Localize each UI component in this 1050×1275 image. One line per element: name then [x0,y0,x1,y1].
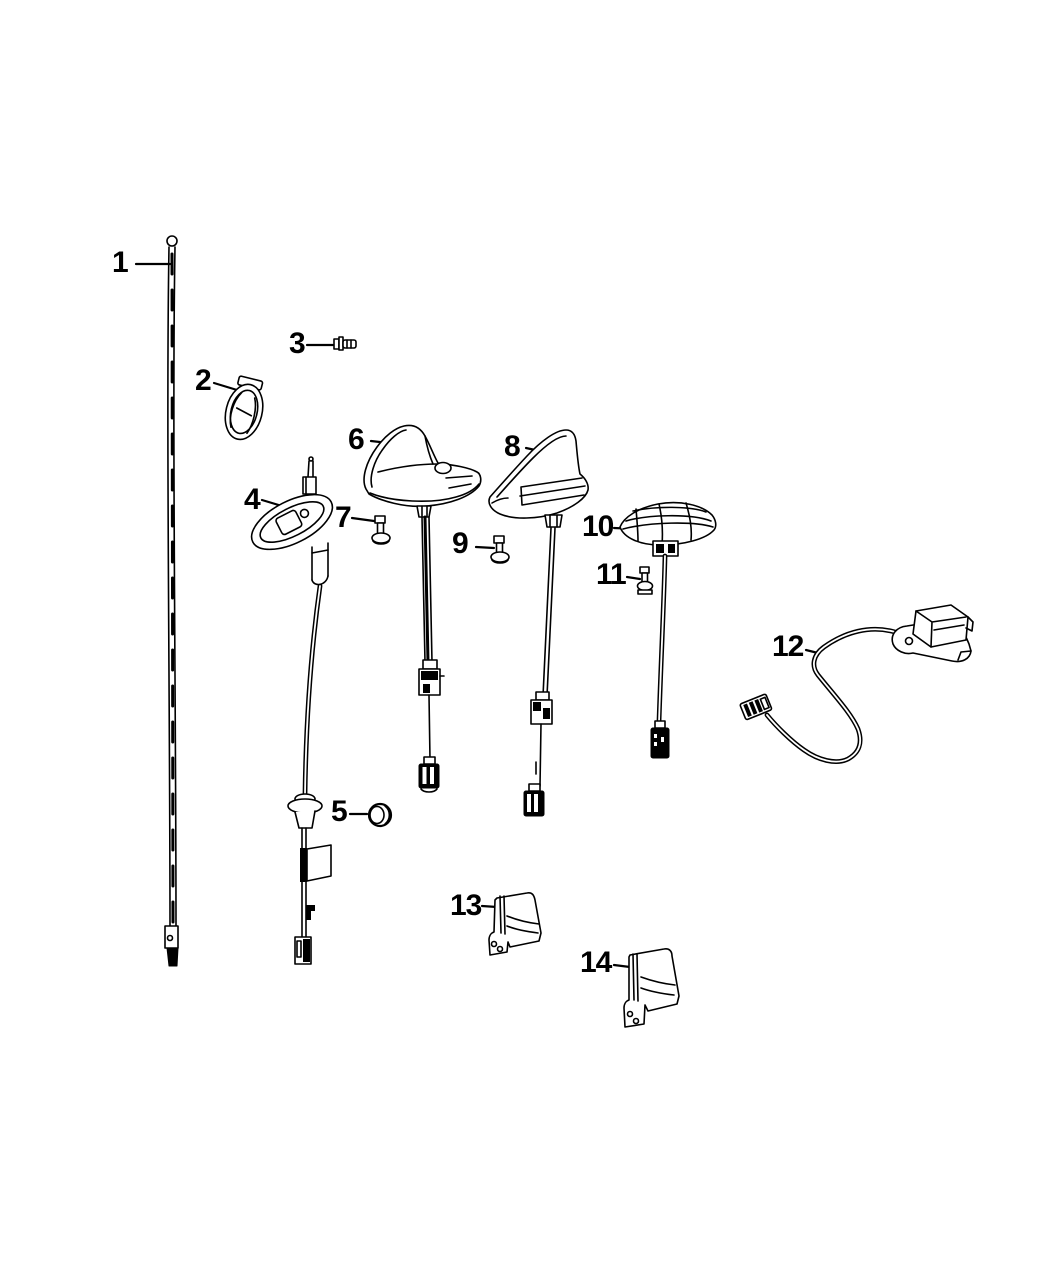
callout-label-5: 5 [331,795,348,828]
part-sharkfin-antenna-6 [363,424,482,793]
callout-label-3: 3 [289,327,306,360]
leader-lines [134,262,820,969]
part-antenna-module-cable [739,604,974,764]
part-dome-antenna [619,501,717,759]
part-antenna-base-cable [250,456,334,965]
part-mounting-bracket-13 [488,892,542,956]
leader-line-11 [625,575,642,581]
part-antenna-base-gasket [224,375,264,441]
callout-label-14: 14 [580,946,612,979]
part-screw-9 [490,535,510,564]
callout-label-10: 10 [582,510,614,543]
callout-label-7: 7 [335,501,352,534]
part-screw-7 [371,515,391,545]
callout-label-6: 6 [348,423,365,456]
callout-label-11: 11 [596,558,627,591]
leader-line-14 [612,963,632,969]
part-mounting-bracket-14 [623,948,680,1028]
callout-label-1: 1 [112,246,129,279]
callout-label-4: 4 [244,483,261,516]
callout-label-2: 2 [195,364,212,397]
part-mast-antenna [164,235,179,967]
part-sharkfin-antenna-8 [488,429,589,817]
leader-line-9 [474,545,496,550]
part-grommet-nut [367,802,393,828]
leader-line-7 [350,516,376,523]
callout-label-8: 8 [504,430,521,463]
callout-label-12: 12 [772,630,804,663]
part-screw-11 [636,566,654,595]
part-screw-3 [333,336,357,351]
callout-label-9: 9 [452,527,469,560]
callout-label-13: 13 [450,889,482,922]
leader-line-2 [212,381,239,392]
